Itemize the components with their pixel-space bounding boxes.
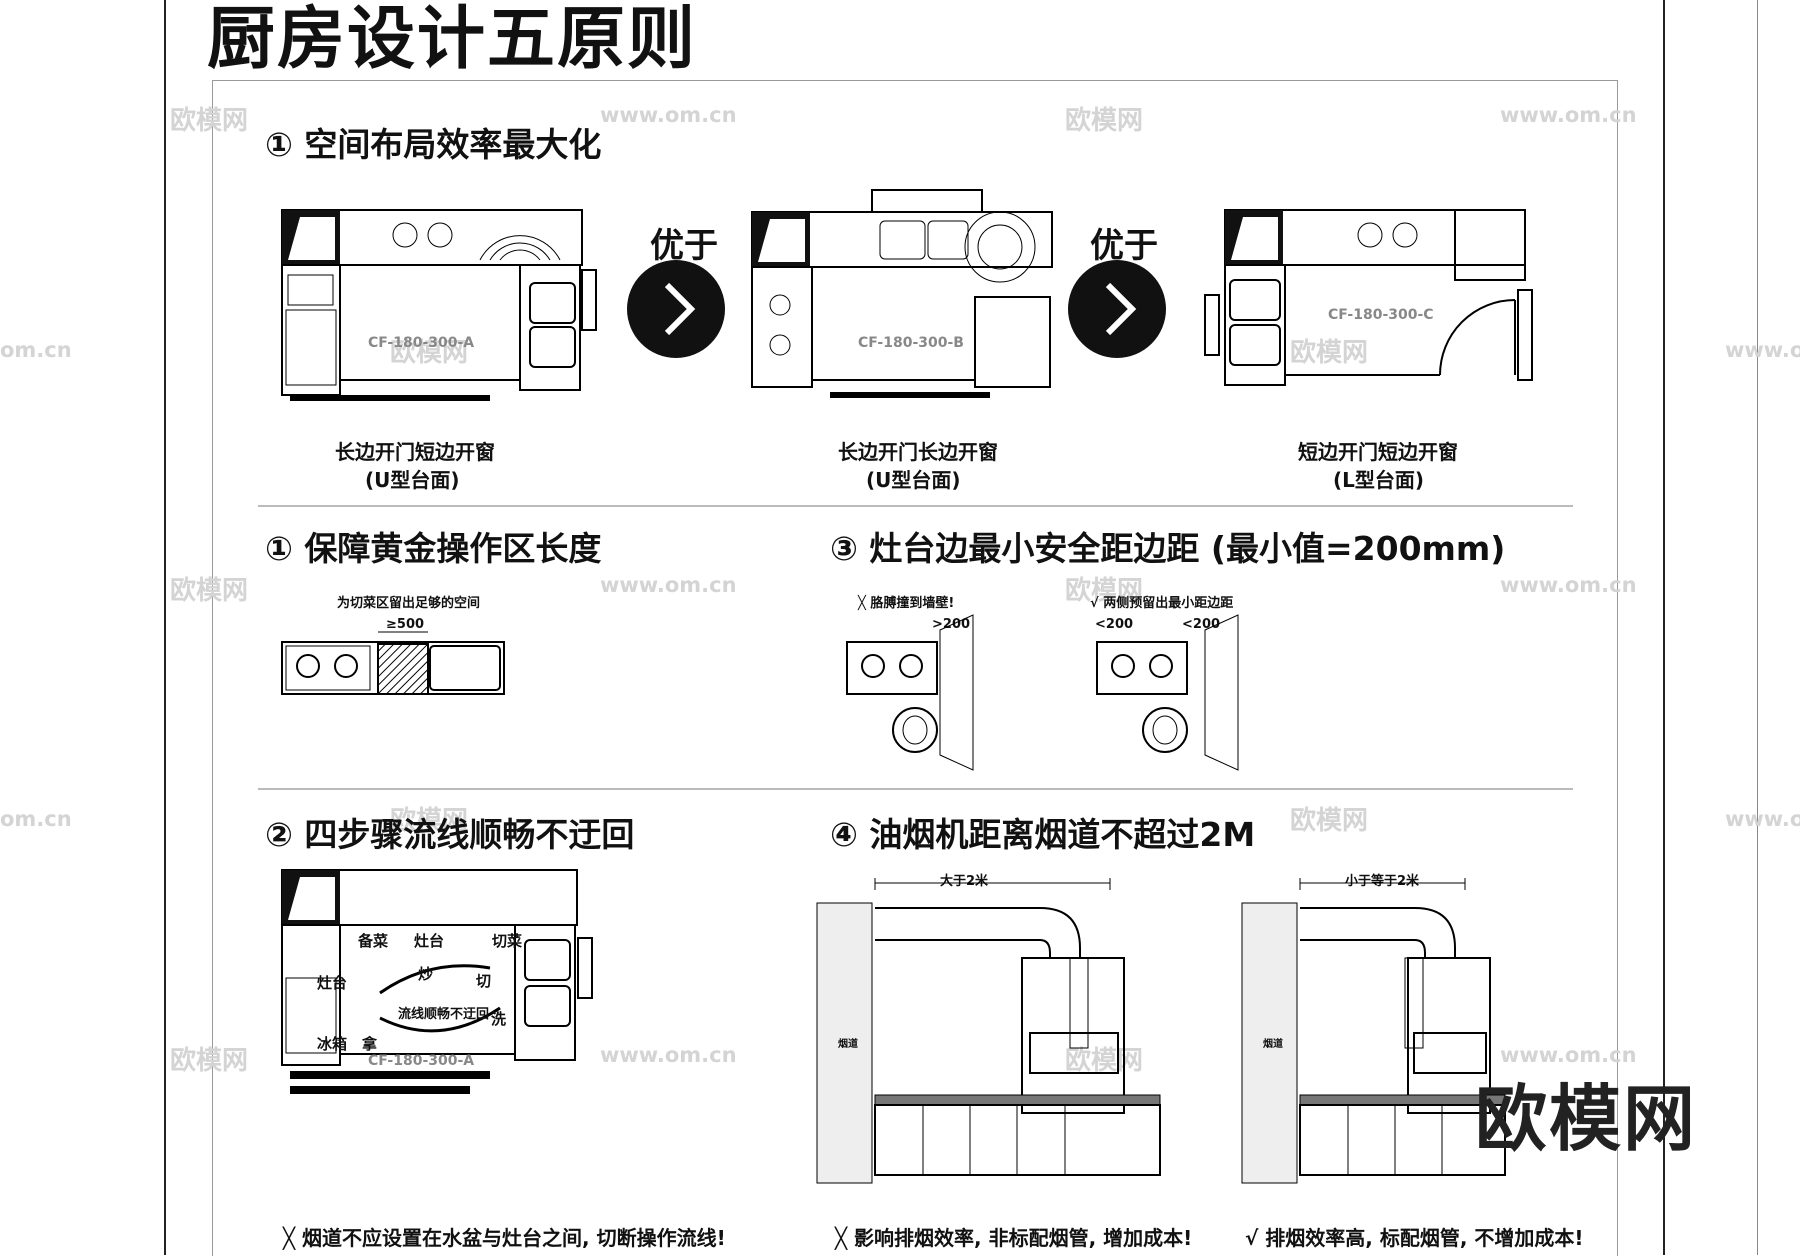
watermark: 欧模网	[390, 806, 469, 836]
section5-dim-left: 大于2米	[940, 874, 989, 889]
frame-left-line	[164, 0, 166, 1255]
watermark: 欧模网	[1290, 806, 1369, 836]
watermark: 欧模网	[170, 106, 249, 136]
divider	[258, 788, 1573, 790]
watermark-url: www.om.cn	[1500, 573, 1637, 597]
flue-label: 烟道	[1263, 1039, 1283, 1050]
section1-title: ① 空间布局效率最大化	[265, 125, 602, 164]
watermark: 欧模网	[1065, 1046, 1144, 1076]
section5-title: ④ 油烟机距离烟道不超过2M	[830, 815, 1256, 854]
flow-label-stove2: 灶台	[317, 974, 348, 992]
stove-clearance-good	[1096, 614, 1239, 771]
plan-a-code: CF-180-300-A	[368, 335, 475, 351]
section2-dim: ≥500	[386, 617, 425, 632]
hood-elevation-bad	[816, 878, 1161, 1184]
flow-label-cut: 切菜	[492, 932, 523, 950]
watermark-url: www.om.cn	[1725, 338, 1800, 362]
chevron-right-icon	[664, 282, 696, 336]
better-than-label: 优于	[650, 226, 718, 266]
section3-dim-left: <200	[1095, 617, 1134, 632]
watermark: 欧模网	[1065, 576, 1144, 606]
kitchen-plan-b	[751, 189, 1053, 398]
plan-b-code: CF-180-300-B	[858, 335, 964, 351]
watermark-url: www.om.cn	[1725, 807, 1800, 831]
watermark: 欧模网	[1290, 338, 1369, 368]
chevron-right-icon	[1105, 282, 1137, 336]
flow-label-fry: 炒	[418, 965, 434, 983]
plan-c-caption-line1: 短边开门短边开窗	[1298, 440, 1458, 464]
kitchen-plan-a	[281, 209, 597, 401]
flow-label-take: 拿	[362, 1035, 378, 1053]
kitchen-flow-plan	[281, 869, 593, 1094]
brand-logo: 欧模网	[1475, 1077, 1698, 1161]
section5-good-note: √ 排烟效率高, 标配烟管, 不增加成本!	[1245, 1226, 1584, 1250]
watermark: 欧模网	[1065, 106, 1144, 136]
watermark-url: www.om.cn	[1500, 103, 1637, 127]
plan-a-caption-line2: (U型台面)	[365, 468, 460, 492]
watermark-url: om.cn	[0, 338, 72, 362]
watermark-url: www.om.cn	[1500, 1043, 1637, 1067]
section3-bad-note: ╳ 胳膊撞到墙壁!	[858, 596, 955, 611]
watermark: 欧模网	[170, 576, 249, 606]
flow-label-stove: 灶台	[414, 932, 445, 950]
next-arrow-circle	[627, 260, 725, 358]
section3-dim-right2: <200	[1182, 617, 1221, 632]
section5-dim-right: 小于等于2米	[1345, 874, 1420, 889]
flow-plan-code: CF-180-300-A	[368, 1053, 475, 1069]
hood-elevation-good	[1241, 878, 1506, 1184]
inner-frame	[212, 80, 1618, 1256]
frame-far-right-line	[1757, 0, 1758, 1255]
watermark-url: om.cn	[0, 807, 72, 831]
page-title: 厨房设计五原则	[207, 0, 698, 79]
watermark-url: www.om.cn	[600, 573, 737, 597]
flow-label-text: 流线顺畅不迂回	[398, 1007, 490, 1022]
watermark: 欧模网	[170, 1046, 249, 1076]
next-arrow-circle	[1068, 260, 1166, 358]
watermark-url: www.om.cn	[600, 1043, 737, 1067]
frame-right-line	[1663, 0, 1665, 1255]
divider	[258, 505, 1573, 507]
flow-label-wash: 洗	[491, 1010, 507, 1028]
flow-label-chop: 切	[476, 972, 492, 990]
section5-bad-note: ╳ 影响排烟效率, 非标配烟管, 增加成本!	[835, 1226, 1193, 1250]
watermark-url: www.om.cn	[600, 103, 737, 127]
section3-title: ③ 灶台边最小安全距边距 (最小值=200mm)	[830, 529, 1506, 568]
flow-label-prep: 备菜	[358, 932, 389, 950]
better-than-label: 优于	[1090, 226, 1158, 266]
kitchen-plan-c	[1204, 209, 1533, 386]
plan-b-caption-line2: (U型台面)	[866, 468, 961, 492]
plan-c-code: CF-180-300-C	[1328, 307, 1434, 323]
section4-title: ② 四步骤流线顺畅不迂回	[265, 815, 635, 854]
section4-note: ╳ 烟道不应设置在水盆与灶台之间, 切断操作流线!	[283, 1226, 726, 1250]
section2-note: 为切菜区留出足够的空间	[337, 596, 481, 611]
watermark: 欧模网	[390, 338, 469, 368]
plan-c-caption-line2: (L型台面)	[1333, 468, 1425, 492]
flue-label: 烟道	[838, 1039, 858, 1050]
section3-good-note: √ 两侧预留出最小距边距	[1090, 596, 1234, 611]
section2-title: ① 保障黄金操作区长度	[265, 529, 602, 568]
stove-clearance-bad	[846, 614, 974, 771]
flow-label-fridge: 冰箱	[317, 1035, 348, 1053]
plan-b-caption-line1: 长边开门长边开窗	[838, 440, 998, 464]
counter-plan	[281, 631, 505, 695]
plan-a-caption-line1: 长边开门短边开窗	[335, 440, 495, 464]
